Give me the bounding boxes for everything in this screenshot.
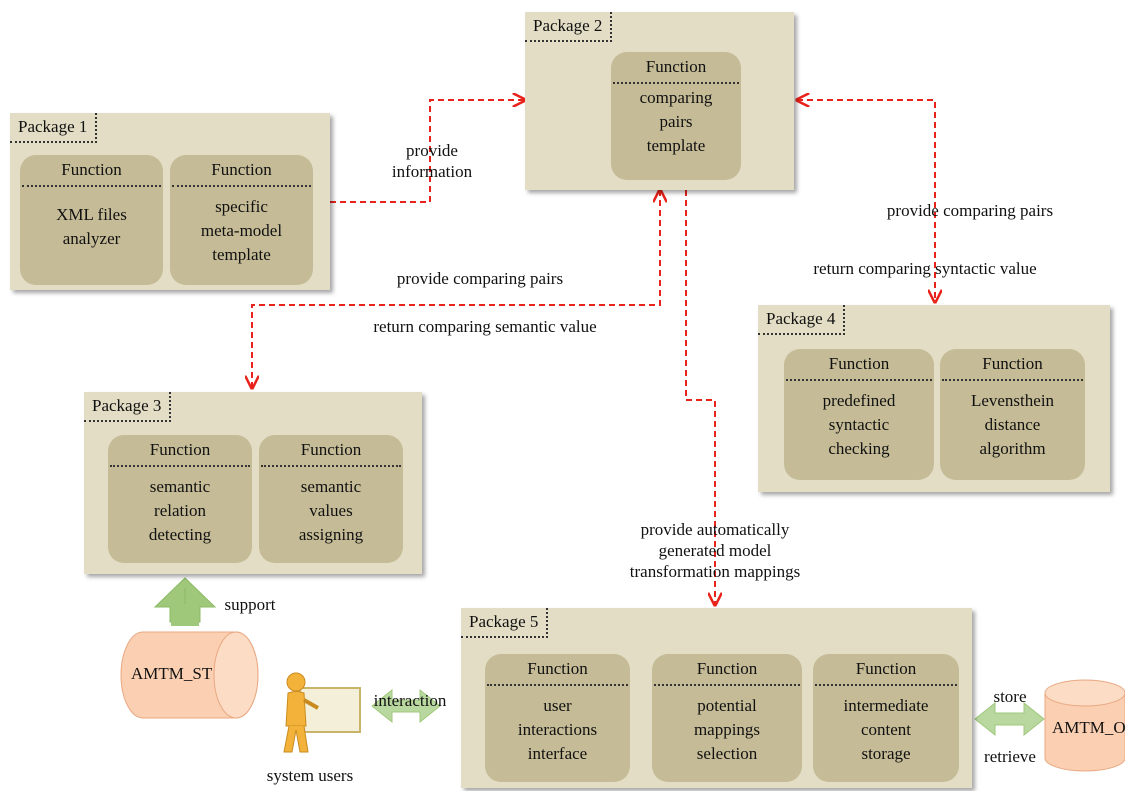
package-2: Package 2 Function comparing pairs templ… xyxy=(525,12,794,190)
package-3: Package 3 Function semantic relation det… xyxy=(84,392,422,574)
package-3-function-1: Function semantic relation detecting xyxy=(108,435,252,563)
connector-p2-p4 xyxy=(797,100,935,302)
label-provide-automatically-generated: provide automatically generated model tr… xyxy=(629,520,801,581)
database-amtm-o-shape xyxy=(1044,679,1125,772)
package-5-function-1: Function user interactions interface xyxy=(485,654,630,782)
function-description: intermediate content storage xyxy=(843,696,929,763)
label-provide-information: provide information xyxy=(391,141,473,181)
function-description: comparing pairs template xyxy=(639,88,713,155)
connector-p2-p5 xyxy=(685,190,715,605)
package-1-function-2: Function specific meta-model template xyxy=(170,155,313,285)
function-heading: Function xyxy=(487,654,628,686)
label-system-users: system users xyxy=(266,766,354,785)
label-support: support xyxy=(224,595,276,614)
function-description: semantic relation detecting xyxy=(148,477,212,544)
package-5-title: Package 5 xyxy=(461,608,549,638)
function-heading: Function xyxy=(942,349,1083,381)
package-2-function-1: Function comparing pairs template xyxy=(611,52,741,180)
database-amtm-o-label: AMTM_O xyxy=(1052,718,1125,737)
package-5-function-2: Function potential mappings selection xyxy=(652,654,802,782)
package-4-function-2: Function Levensthein distance algorithm xyxy=(940,349,1085,480)
function-heading: Function xyxy=(654,654,800,686)
function-heading: Function xyxy=(172,155,311,187)
function-heading: Function xyxy=(786,349,932,381)
function-description: specific meta-model template xyxy=(200,197,283,264)
function-heading: Function xyxy=(110,435,250,467)
label-provide-comparing-pairs-left: provide comparing pairs xyxy=(396,269,564,288)
function-description: predefined syntactic checking xyxy=(822,391,896,458)
package-5-function-3: Function intermediate content storage xyxy=(813,654,959,782)
store-retrieve-arrow xyxy=(974,701,1045,737)
database-amtm-st-label: AMTM_ST xyxy=(131,664,213,683)
package-3-title: Package 3 xyxy=(84,392,172,422)
label-retrieve: retrieve xyxy=(984,747,1036,766)
label-return-syntactic-value: return comparing syntactic value xyxy=(813,259,1037,278)
label-store: store xyxy=(993,687,1027,706)
system-user-figure xyxy=(283,672,361,753)
package-4: Package 4 Function predefined syntactic … xyxy=(758,305,1110,492)
function-description: semantic values assigning xyxy=(298,477,364,544)
package-3-function-2: Function semantic values assigning xyxy=(259,435,403,563)
package-5: Package 5 Function user interactions int… xyxy=(461,608,972,788)
function-heading: Function xyxy=(22,155,161,187)
package-4-function-1: Function predefined syntactic checking xyxy=(784,349,934,480)
label-return-semantic-value: return comparing semantic value xyxy=(373,317,597,336)
interaction-arrow xyxy=(371,688,441,724)
function-description: Levensthein distance algorithm xyxy=(970,391,1055,458)
package-1-title: Package 1 xyxy=(10,113,98,143)
function-description: XML files analyzer xyxy=(56,205,127,248)
database-amtm-st-shape xyxy=(120,631,259,719)
package-4-title: Package 4 xyxy=(758,305,846,335)
package-2-title: Package 2 xyxy=(525,12,613,42)
function-description: user interactions interface xyxy=(517,696,598,763)
label-provide-comparing-pairs-right: provide comparing pairs xyxy=(886,201,1054,220)
function-heading: Function xyxy=(613,52,739,84)
function-heading: Function xyxy=(261,435,401,467)
function-description: potential mappings selection xyxy=(693,696,761,763)
label-interaction: interaction xyxy=(373,691,447,710)
package-1-function-1: Function XML files analyzer xyxy=(20,155,163,285)
function-heading: Function xyxy=(815,654,957,686)
support-arrow-shaft xyxy=(171,604,199,626)
connector-p2-p3 xyxy=(252,190,660,388)
package-1: Package 1 Function XML files analyzer Fu… xyxy=(10,113,330,290)
